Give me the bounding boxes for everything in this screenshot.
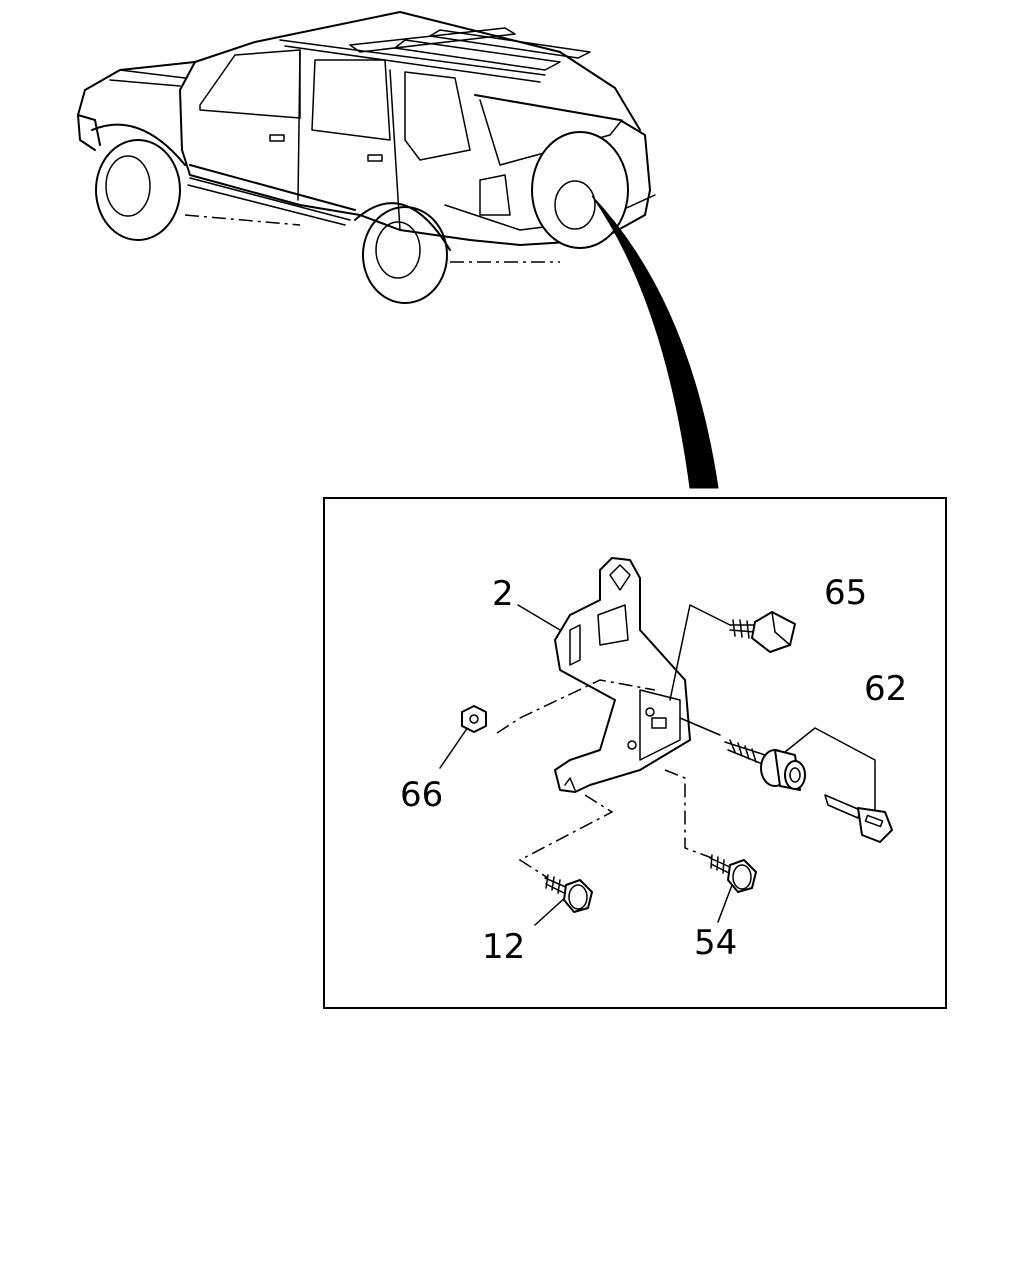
detail-frame: [323, 497, 947, 1009]
vehicle-illustration: [77, 11, 656, 304]
callout-12: 12: [482, 927, 525, 967]
spare-tire-bracket: [554, 557, 691, 793]
detail-leader: [591, 195, 719, 489]
part-65-cap-bolt: [729, 611, 796, 653]
part-66-nut: [461, 705, 487, 733]
part-12-bolt: [544, 874, 593, 913]
callout-65: 65: [824, 573, 867, 613]
part-62-lock-cylinder: [724, 739, 893, 843]
callout-62: 62: [864, 669, 907, 709]
assembly-lines: [439, 604, 876, 926]
callout-2: 2: [492, 574, 514, 614]
callout-54: 54: [694, 923, 737, 963]
callout-66: 66: [400, 775, 443, 815]
part-54-bolt: [709, 854, 757, 893]
